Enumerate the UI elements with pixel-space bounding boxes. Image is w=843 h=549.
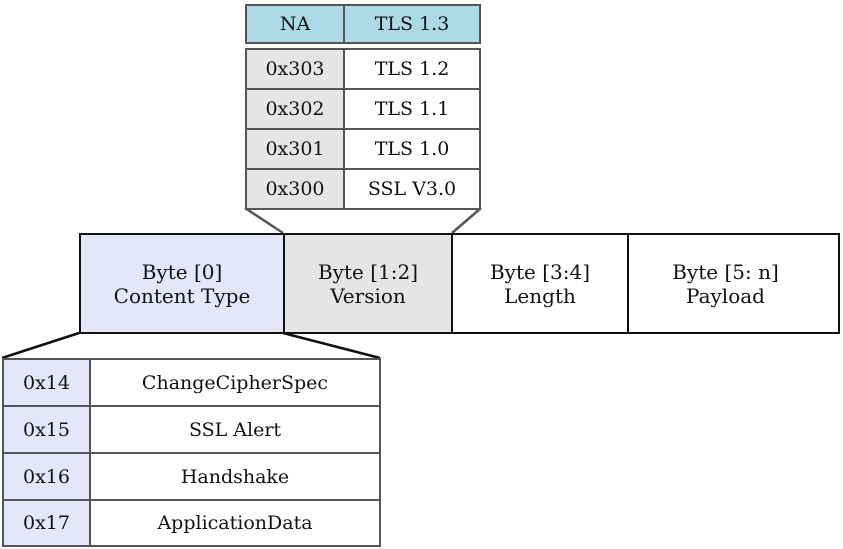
field-label: Length: [504, 283, 576, 308]
field-label: Payload: [686, 283, 765, 308]
field-length: Byte [3:4] Length: [451, 233, 629, 334]
field-label: Content Type: [113, 283, 251, 308]
field-content-type: Byte [0] Content Type: [79, 233, 285, 334]
content-type-connector-left: [1, 331, 80, 360]
field-byte-range: Byte [0]: [141, 259, 223, 284]
content-type-code-cell: 0x17: [2, 499, 91, 547]
version-code-cell: 0x300: [245, 168, 345, 210]
version-name-cell: TLS 1.0: [343, 128, 481, 170]
content-type-code-cell: 0x16: [2, 452, 91, 501]
version-code-cell: 0x302: [245, 88, 345, 130]
version-name-cell: TLS 1.1: [343, 88, 481, 130]
content-type-code-cell: 0x15: [2, 405, 91, 454]
content-type-name-cell: SSL Alert: [89, 405, 381, 454]
content-type-code-cell: 0x14: [2, 358, 91, 407]
version-connector-right: [451, 207, 482, 234]
version-code-cell: 0x301: [245, 128, 345, 170]
field-label: Version: [330, 283, 406, 308]
version-name-cell: TLS 1.2: [343, 48, 481, 90]
field-byte-range: Byte [1:2]: [317, 259, 419, 284]
version-connector-left: [244, 206, 284, 235]
content-type-name-cell: ApplicationData: [89, 499, 381, 547]
field-version: Byte [1:2] Version: [283, 233, 453, 334]
content-type-name-cell: ChangeCipherSpec: [89, 358, 381, 407]
content-type-name-cell: Handshake: [89, 452, 381, 501]
version-code-cell: 0x303: [245, 48, 345, 90]
field-byte-range: Byte [3:4]: [489, 259, 591, 284]
field-byte-range: Byte [5: n]: [672, 259, 779, 284]
version-header-name: TLS 1.3: [343, 4, 481, 44]
version-header-code: NA: [245, 4, 345, 44]
field-payload: Byte [5: n] Payload: [627, 233, 840, 334]
version-name-cell: SSL V3.0: [343, 168, 481, 210]
content-type-connector-right: [282, 331, 381, 360]
